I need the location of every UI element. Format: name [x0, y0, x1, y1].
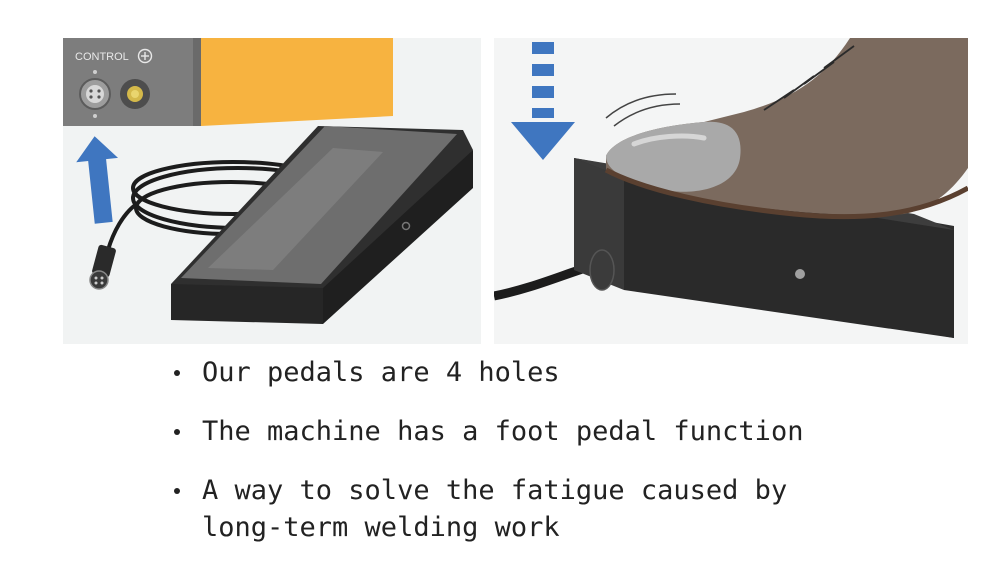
down-arrow-icon: [511, 42, 575, 160]
list-item: Our pedals are 4 holes: [172, 354, 932, 391]
machine-housing: [201, 38, 393, 126]
control-label: CONTROL: [75, 51, 129, 63]
connector-socket-icon: [79, 70, 111, 118]
output-socket-icon: [120, 79, 150, 109]
plus-circle-icon: [137, 48, 153, 64]
bullet-dot: [174, 488, 180, 494]
pedal-connection-drawing: CONTROL: [63, 38, 481, 344]
feature-list: Our pedals are 4 holes The machine has a…: [172, 354, 932, 568]
pedal-connection-illustration: CONTROL: [63, 38, 481, 344]
boot-icon: [604, 38, 968, 220]
machine-control-panel: CONTROL: [63, 38, 201, 126]
bullet-text: A way to solve the fatigue caused by lon…: [202, 475, 788, 543]
list-item: A way to solve the fatigue caused by lon…: [172, 472, 932, 546]
up-arrow-icon: [76, 136, 119, 224]
boot-pressing-drawing: [494, 38, 968, 344]
bullet-text: Our pedals are 4 holes: [202, 357, 560, 388]
cable-plug-icon: [89, 244, 116, 290]
bullet-text: The machine has a foot pedal function: [202, 416, 804, 447]
list-item: The machine has a foot pedal function: [172, 413, 932, 450]
bullet-dot: [174, 429, 180, 435]
foot-pedal-icon: [171, 126, 473, 324]
boot-pressing-pedal-illustration: [494, 38, 968, 344]
bullet-dot: [174, 370, 180, 376]
motion-lines-icon: [605, 93, 681, 127]
